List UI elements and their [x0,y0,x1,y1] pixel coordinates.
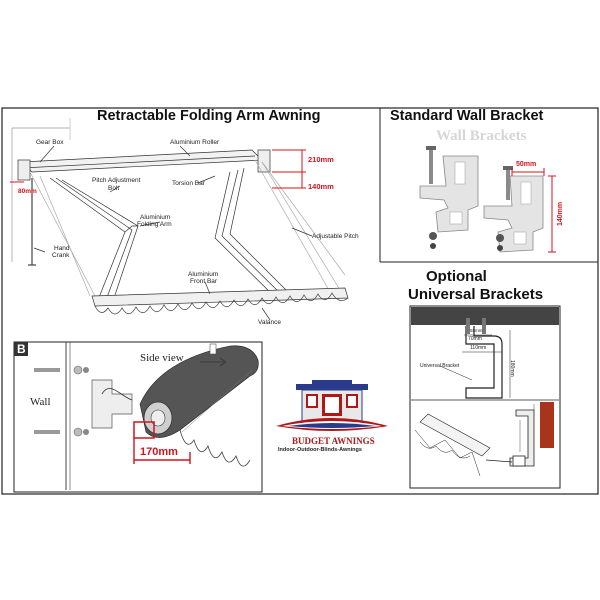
folding-arm-label-line2: Folding Arm [137,221,172,228]
pitch-bolt-label-line2: Bolt [108,185,120,192]
universal-brackets-title: Universal Brackets [408,286,544,303]
hand-crank-label-line2: Crank [52,252,70,259]
universal-bracket-drawing [409,305,561,489]
main-title: Retractable Folding Arm Awning [97,108,321,124]
optional-title: Optional [426,268,487,285]
wall-bracket-drawing [419,146,556,253]
folding-arm-label-line1: Aluminium [140,214,171,221]
wall-brackets-watermark: Wall Brackets [436,128,527,144]
torsion-bar-label: Torsion Bar [172,180,205,187]
dimension-140mm: 140mm [308,182,334,191]
logo-name: BUDGET AWNINGS [292,436,375,446]
panel-b-drawing [13,341,263,493]
bracket-title: Standard Wall Bracket [390,108,544,124]
universal-bracket-label: Universal Bracket [420,363,460,369]
dimension-55mm: 55mm [470,328,483,333]
main-dimension-markers [10,149,306,189]
awning-drawing [11,118,349,321]
aluminium-roller-label: Aluminium Roller [170,139,220,146]
front-bar-label-line1: Aluminium [188,271,219,278]
gear-box-label: Gear Box [36,139,64,146]
panel-b-letter: B [17,342,26,356]
bracket-dimension-50mm: 50mm [516,161,537,168]
dimension-210mm: 210mm [308,155,334,164]
pitch-bolt-label-line1: Pitch Adjustment [92,177,141,184]
dimension-70mm: 70mm [468,336,482,342]
side-view-label: Side view [140,352,184,364]
front-bar-label-line2: Front Bar [190,278,218,285]
bracket-dimension-140mm: 140mm [557,201,564,226]
hand-crank-label-line1: Hand [54,245,70,252]
budget-awnings-logo-artwork [276,380,388,431]
adjustable-pitch-label: Adjustable Pitch [312,233,359,240]
dimension-170mm: 170mm [140,446,178,458]
logo-tagline: Indoor-Outdoor-Blinds-Awnings [278,447,362,453]
dimension-180mm: 180mm [509,360,515,377]
dimension-80mm: 80mm [18,188,37,195]
valance-label: Valance [258,319,282,326]
dimension-110mm: 110mm [470,345,487,351]
wall-label: Wall [30,396,51,408]
